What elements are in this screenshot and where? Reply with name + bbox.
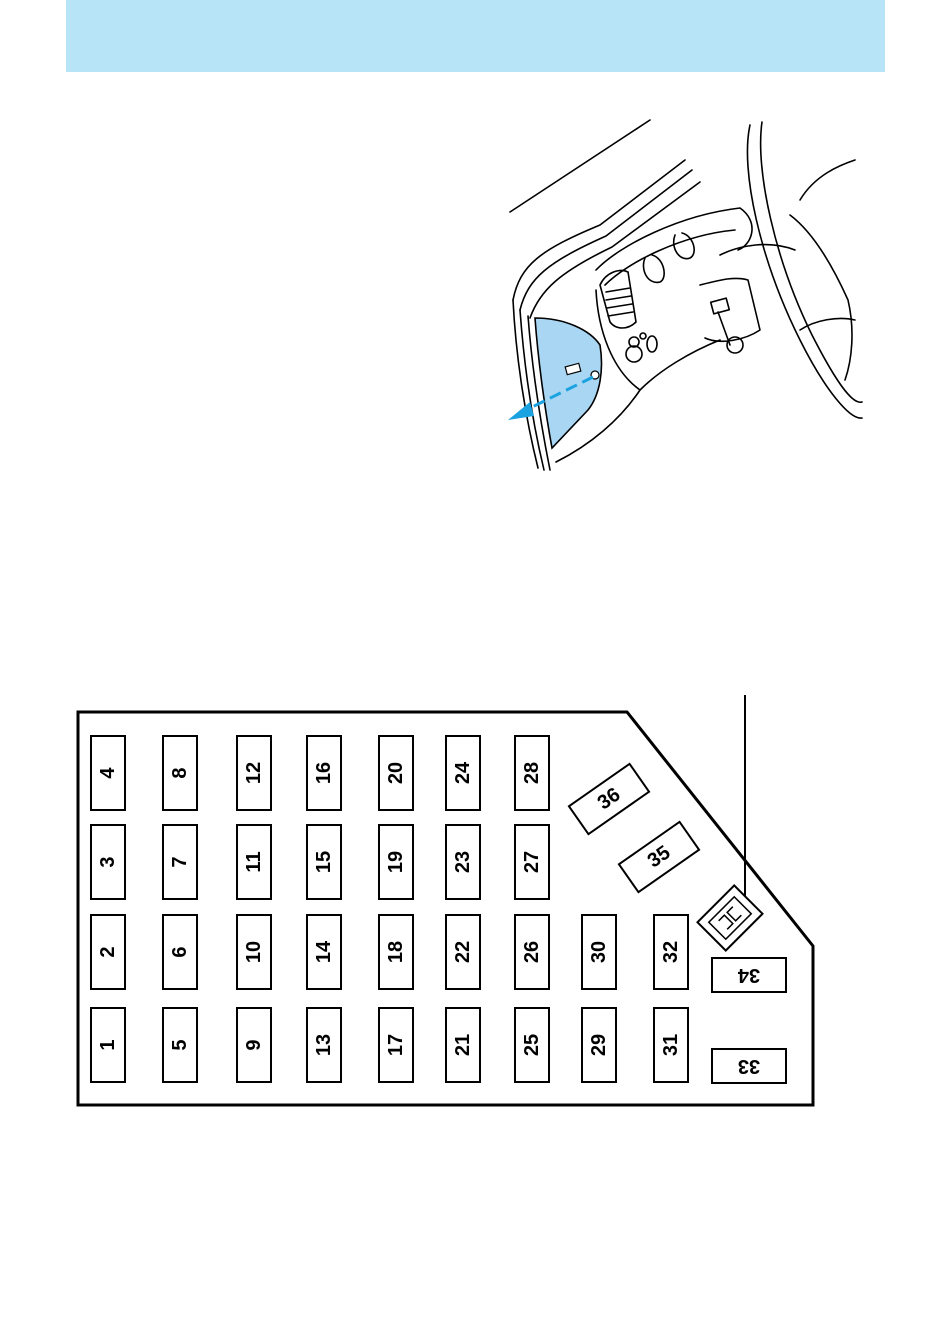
fuse-slot-34: 34 — [712, 958, 786, 992]
fuse-number-label: 16 — [313, 762, 335, 784]
fuse-number-label: 31 — [660, 1034, 682, 1056]
fuse-number-label: 7 — [169, 856, 191, 867]
fuse-number-label: 21 — [452, 1034, 474, 1056]
fuse-number-label: 17 — [385, 1034, 407, 1056]
fuse-slot-17: 17 — [379, 1008, 413, 1082]
relay-icon — [697, 885, 762, 950]
fuse-slot-3: 3 — [91, 825, 125, 899]
fuse-slot-18: 18 — [379, 915, 413, 989]
fuse-number-label: 8 — [169, 767, 191, 778]
fuse-number-label: 18 — [385, 941, 407, 963]
fuse-slot-21: 21 — [446, 1008, 480, 1082]
fuse-slot-15: 15 — [307, 825, 341, 899]
fuse-number-label: 34 — [737, 964, 760, 986]
fuse-number-label: 12 — [243, 762, 265, 784]
fuse-slot-13: 13 — [307, 1008, 341, 1082]
fuse-slot-6: 6 — [163, 915, 197, 989]
fuse-number-label: 5 — [169, 1039, 191, 1050]
fuse-slot-8: 8 — [163, 736, 197, 810]
fuse-slot-27: 27 — [515, 825, 549, 899]
fuse-slot-16: 16 — [307, 736, 341, 810]
fuse-slot-12: 12 — [237, 736, 271, 810]
fuse-number-label: 22 — [452, 941, 474, 963]
fuse-slot-33: 33 — [712, 1049, 786, 1083]
fuse-slot-1: 1 — [91, 1008, 125, 1082]
fuse-number-label: 4 — [97, 767, 119, 779]
fuse-number-label: 27 — [521, 851, 543, 873]
fuse-slot-35: 35 — [619, 822, 699, 892]
fuse-slot-22: 22 — [446, 915, 480, 989]
fuse-slot-28: 28 — [515, 736, 549, 810]
fuse-slot-23: 23 — [446, 825, 480, 899]
fuse-number-label: 29 — [588, 1034, 610, 1056]
fuse-number-label: 30 — [588, 941, 610, 963]
fuse-number-label: 26 — [521, 941, 543, 963]
fuse-slot-32: 32 — [654, 915, 688, 989]
fuse-slot-19: 19 — [379, 825, 413, 899]
fuse-slot-36: 36 — [569, 764, 649, 834]
fuse-number-label: 33 — [738, 1055, 760, 1077]
fuse-number-label: 3 — [97, 856, 119, 867]
fuse-slot-7: 7 — [163, 825, 197, 899]
fuse-slot-4: 4 — [91, 736, 125, 810]
fuse-number-label: 25 — [521, 1034, 543, 1056]
fuse-number-label: 23 — [452, 851, 474, 873]
fuse-number-label: 28 — [521, 762, 543, 784]
fuse-number-label: 6 — [169, 946, 191, 957]
fuse-slot-24: 24 — [446, 736, 480, 810]
header-band — [66, 0, 885, 72]
fuse-slot-5: 5 — [163, 1008, 197, 1082]
fuse-number-label: 20 — [385, 762, 407, 784]
fuse-slot-11: 11 — [237, 825, 271, 899]
fuse-number-label: 32 — [660, 941, 682, 963]
fuse-slot-26: 26 — [515, 915, 549, 989]
fuse-slot-29: 29 — [582, 1008, 616, 1082]
fuse-number-label: 19 — [385, 851, 407, 873]
fuse-number-label: 9 — [243, 1039, 265, 1050]
fuse-slot-31: 31 — [654, 1008, 688, 1082]
fuse-slot-25: 25 — [515, 1008, 549, 1082]
fuse-number-label: 14 — [313, 940, 335, 963]
fuse-slot-10: 10 — [237, 915, 271, 989]
fuse-slot-20: 20 — [379, 736, 413, 810]
instrument-panel-illustration — [495, 110, 870, 480]
fuse-slot-14: 14 — [307, 915, 341, 989]
fuse-number-label: 11 — [243, 851, 265, 872]
fuse-number-label: 13 — [313, 1034, 335, 1056]
fuse-slot-30: 30 — [582, 915, 616, 989]
fuse-number-label: 15 — [313, 851, 335, 873]
fuse-number-label: 2 — [97, 946, 119, 957]
fuse-number-label: 10 — [243, 941, 265, 963]
fuse-number-label: 24 — [452, 761, 474, 784]
fuse-panel-diagram: 1234567891011121314151617181920212223242… — [70, 690, 830, 1120]
fuse-slot-2: 2 — [91, 915, 125, 989]
fuse-panel-cover — [535, 318, 602, 448]
fuse-slot-9: 9 — [237, 1008, 271, 1082]
fuse-number-label: 1 — [97, 1039, 119, 1050]
